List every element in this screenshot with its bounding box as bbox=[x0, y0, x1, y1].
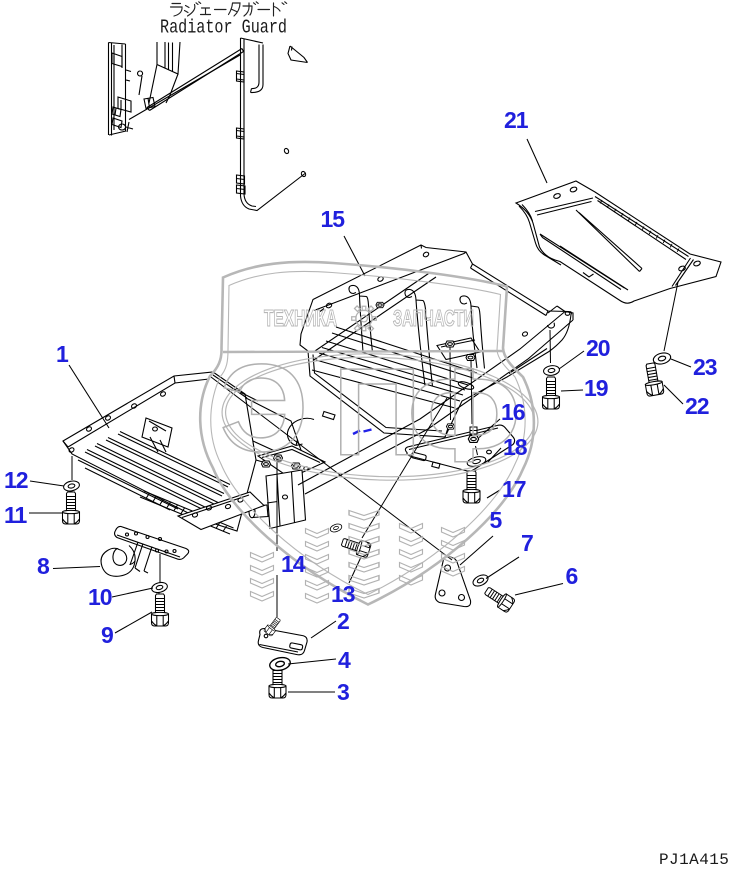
svg-text:PJ1A415: PJ1A415 bbox=[659, 851, 729, 869]
svg-text:8: 8 bbox=[37, 553, 50, 579]
svg-text:2: 2 bbox=[337, 608, 349, 634]
svg-text:11: 11 bbox=[4, 502, 28, 528]
svg-text:7: 7 bbox=[521, 530, 533, 556]
svg-text:ЗАПЧАСТИ: ЗАПЧАСТИ bbox=[393, 305, 474, 331]
svg-text:13: 13 bbox=[331, 581, 355, 607]
svg-text:Radiator Guard: Radiator Guard bbox=[160, 17, 287, 39]
svg-text:19: 19 bbox=[584, 375, 608, 401]
svg-text:12: 12 bbox=[4, 467, 28, 493]
svg-text:21: 21 bbox=[504, 107, 529, 133]
svg-text:Э: Э bbox=[220, 340, 308, 478]
svg-text:10: 10 bbox=[88, 584, 112, 610]
svg-text:22: 22 bbox=[685, 393, 709, 419]
svg-text:23: 23 bbox=[693, 354, 717, 380]
svg-text:3: 3 bbox=[337, 679, 349, 705]
svg-text:4: 4 bbox=[338, 647, 351, 673]
svg-text:ТЕХНИКА: ТЕХНИКА bbox=[264, 305, 337, 331]
svg-text:18: 18 bbox=[503, 434, 528, 460]
svg-text:15: 15 bbox=[321, 206, 346, 232]
svg-text:Ф: Ф bbox=[407, 342, 521, 490]
svg-text:П: П bbox=[332, 344, 421, 482]
svg-text:14: 14 bbox=[281, 551, 306, 577]
svg-text:17: 17 bbox=[502, 476, 526, 502]
svg-text:5: 5 bbox=[490, 507, 503, 533]
svg-text:1: 1 bbox=[56, 341, 69, 367]
svg-text:9: 9 bbox=[101, 622, 113, 648]
svg-text:6: 6 bbox=[566, 563, 578, 589]
svg-text:16: 16 bbox=[501, 399, 525, 425]
svg-text:20: 20 bbox=[586, 335, 610, 361]
